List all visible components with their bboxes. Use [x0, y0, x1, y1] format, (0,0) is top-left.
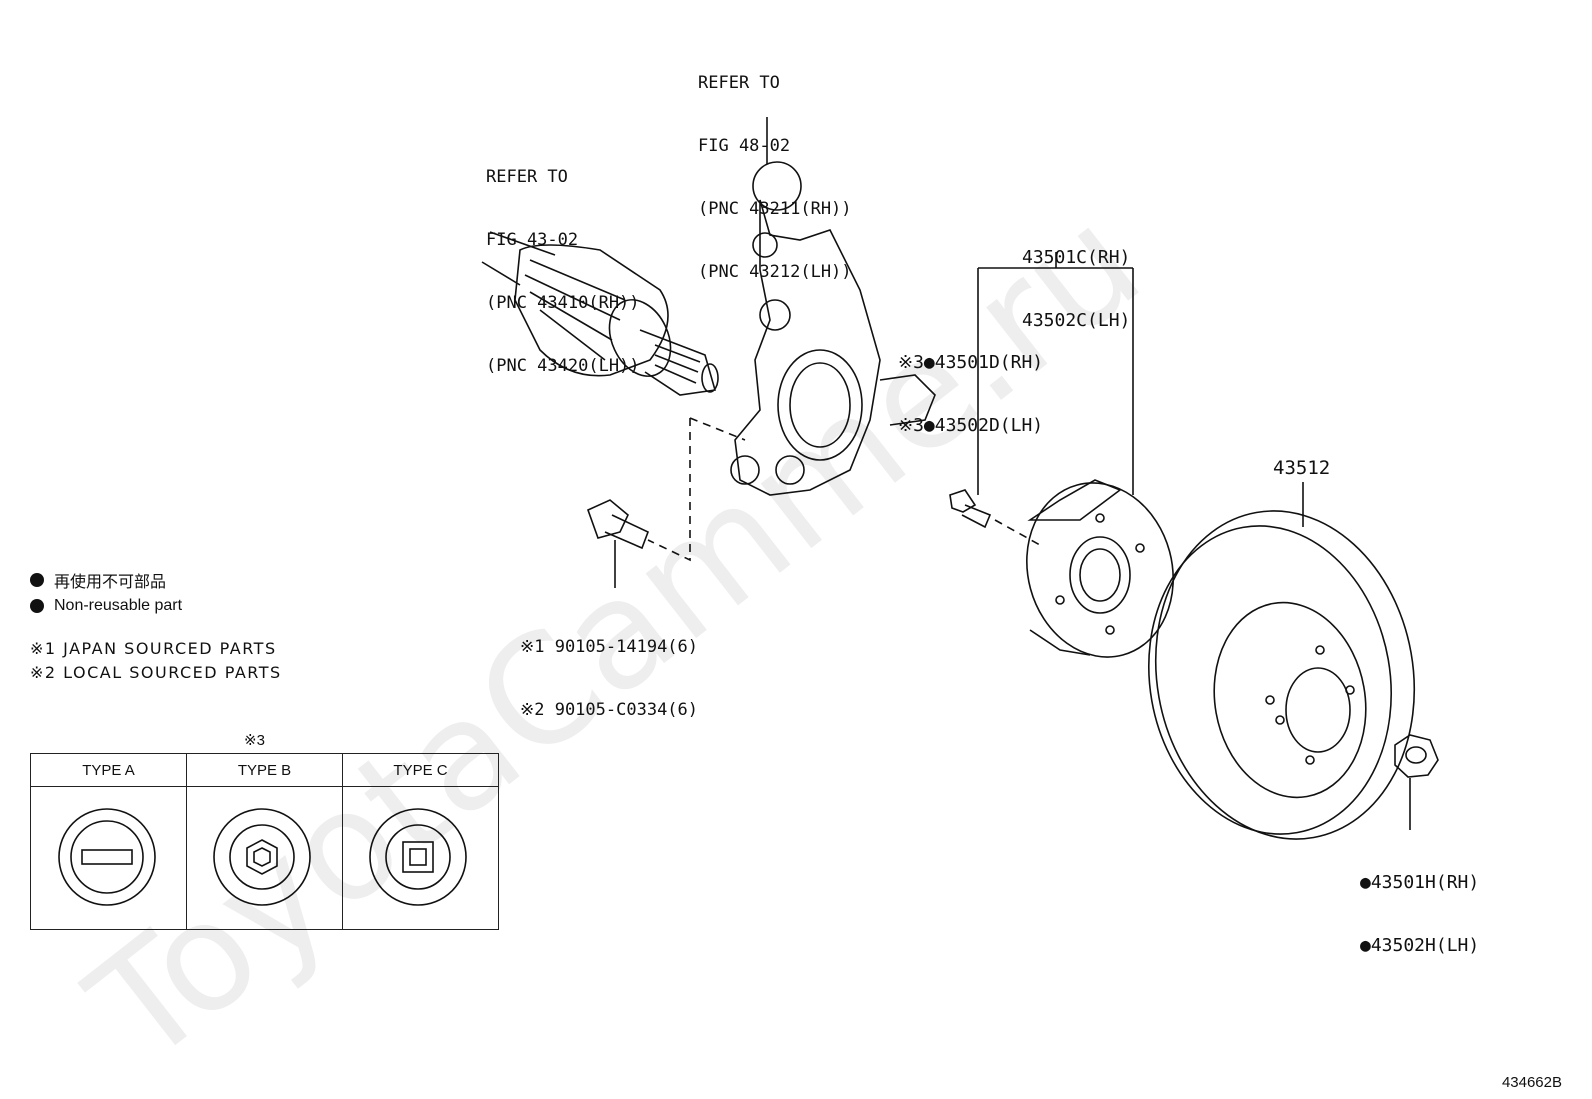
callout-line: FIG 43-02 — [486, 230, 579, 250]
brake-disc-part — [1147, 482, 1416, 840]
callout-line: ※3●43501D(RH) — [898, 352, 1044, 373]
bolt-dashed-line — [647, 417, 1041, 562]
callout-line: (PNC 43211(RH)) — [698, 199, 852, 219]
hub-bolt-callout: ※3●43501D(RH) ※3●43502D(LH) — [898, 310, 1043, 457]
types-table: TYPE A TYPE B TYPE C — [30, 753, 499, 930]
type-c-header: TYPE C — [342, 753, 499, 787]
callout-line: (PNC 43420(LH)) — [486, 356, 640, 376]
legend: 再使用不可部品 Non-reusable part — [30, 567, 182, 619]
note-japan-sourced: ※1 JAPAN SOURCED PARTS — [30, 639, 277, 658]
legend-row-jp: 再使用不可部品 — [30, 567, 182, 593]
non-reusable-dot-icon — [30, 573, 44, 587]
callout-line: 43501C(RH) — [1022, 247, 1131, 268]
callout-line: FIG 48-02 — [698, 136, 791, 156]
non-reusable-dot-icon — [30, 599, 44, 613]
type-b-header: TYPE B — [186, 753, 343, 787]
knuckle-callout: REFER TO FIG 48-02 (PNC 43211(RH)) (PNC … — [698, 31, 852, 304]
hub-assembly-callout: 43501C(RH) 43502C(LH) — [1022, 205, 1130, 352]
type-table-marker: ※3 — [244, 732, 265, 749]
knuckle-bolt-callout: ※1 90105-14194(6) ※2 90105-C0334(6) — [520, 595, 698, 742]
callout-line: ※2 90105-C0334(6) — [520, 700, 699, 720]
note-local-sourced: ※2 LOCAL SOURCED PARTS — [30, 663, 282, 682]
callout-line: ※1 90105-14194(6) — [520, 637, 699, 657]
drive-shaft-part — [481, 231, 719, 396]
legend-text-en: Non-reusable part — [54, 597, 183, 614]
callout-line: ●43502H(LH) — [1360, 935, 1480, 956]
type-a-cell — [30, 786, 187, 930]
callout-line: 43502C(LH) — [1022, 310, 1131, 331]
hub-bolt-part — [949, 489, 992, 529]
disc-callout: 43512 — [1273, 457, 1331, 479]
callout-line: ●43501H(RH) — [1360, 872, 1480, 893]
callout-line: (PNC 43410(RH)) — [486, 293, 640, 313]
knuckle-bolt-part — [586, 499, 650, 588]
type-b-cell — [186, 786, 343, 930]
hub-assembly-part — [977, 252, 1174, 658]
legend-text-jp: 再使用不可部品 — [54, 574, 167, 591]
type-a-header: TYPE A — [30, 753, 187, 787]
steering-knuckle-part — [730, 117, 936, 496]
drive-shaft-callout: REFER TO FIG 43-02 (PNC 43410(RH)) (PNC … — [486, 125, 640, 398]
hub-nut-part — [1394, 734, 1439, 830]
legend-row-en: Non-reusable part — [30, 593, 182, 619]
callout-line: REFER TO — [486, 167, 568, 187]
callout-line: REFER TO — [698, 73, 780, 93]
nut-callout: ●43501H(RH) ●43502H(LH) — [1360, 830, 1479, 977]
figure-code: 434662B — [1501, 1074, 1562, 1091]
callout-line: (PNC 43212(LH)) — [698, 262, 852, 282]
callout-line: ※3●43502D(LH) — [898, 415, 1044, 436]
type-c-cell — [342, 786, 499, 930]
